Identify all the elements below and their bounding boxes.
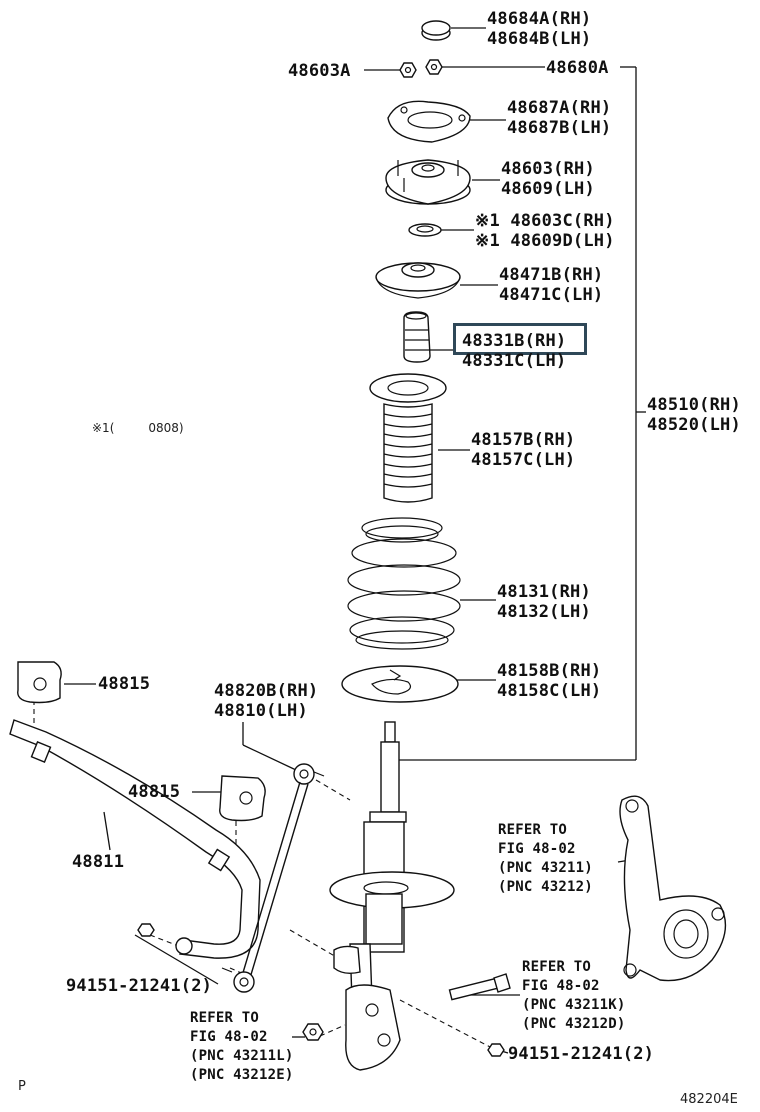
label-48331[interactable]: 48331B(RH)48331C(LH)	[462, 331, 567, 371]
steering-knuckle-drawing	[619, 795, 727, 982]
support-48603-drawing	[385, 159, 471, 205]
label-48815-mid[interactable]: 48815	[128, 782, 181, 802]
label-94151-right[interactable]: 94151-21241(2)	[508, 1044, 655, 1064]
footnote: ※1(0808)	[92, 421, 184, 435]
plate-48687-drawing	[387, 100, 471, 143]
boot-48157-drawing	[369, 373, 447, 503]
nut-48603a-drawing	[399, 62, 417, 78]
stabilizer-link-48820-drawing	[221, 763, 325, 993]
label-48158[interactable]: 48158B(RH)48158C(LH)	[497, 661, 602, 701]
label-48603a[interactable]: 48603A	[288, 61, 351, 81]
bushing-48815-top-drawing	[17, 661, 62, 704]
label-48680a[interactable]: 48680A	[546, 58, 609, 78]
corner-mark: P	[18, 1079, 26, 1094]
coil-spring-48131-drawing	[347, 517, 461, 650]
label-48603[interactable]: 48603(RH)48609(LH)	[501, 159, 595, 199]
nut-94151-right-drawing	[487, 1043, 505, 1057]
figure-id: 482204E	[680, 1092, 738, 1107]
nut-48680a-drawing	[425, 59, 443, 75]
highlight-box[interactable]	[453, 323, 587, 355]
label-48471[interactable]: 48471B(RH)48471C(LH)	[499, 265, 604, 305]
bushing-48815-mid-drawing	[219, 775, 266, 822]
nut-refer3-drawing	[302, 1023, 324, 1041]
bolt-drawing	[448, 973, 511, 1001]
label-48131[interactable]: 48131(RH)48132(LH)	[497, 582, 591, 622]
label-94151-left[interactable]: 94151-21241(2)	[66, 976, 213, 996]
cap-48684-drawing	[421, 20, 451, 41]
label-48684[interactable]: 48684A(RH)48684B(LH)	[487, 9, 592, 49]
label-48603c[interactable]: ※1 48603C(RH)※1 48609D(LH)	[475, 211, 615, 251]
bearing-48603c-drawing	[408, 223, 442, 237]
label-48157[interactable]: 48157B(RH)48157C(LH)	[471, 430, 576, 470]
bumper-48331-drawing	[403, 311, 431, 363]
strut-shock-absorber-drawing	[329, 721, 455, 1071]
stabilizer-bar-48811-drawing	[9, 719, 261, 959]
insulator-48471-drawing	[375, 262, 461, 299]
label-48815-top[interactable]: 48815	[98, 674, 151, 694]
label-48820[interactable]: 48820B(RH)48810(LH)	[214, 681, 319, 721]
leader-lines	[64, 27, 646, 1054]
spring-seat-48158-drawing	[341, 665, 459, 703]
label-48811[interactable]: 48811	[72, 852, 125, 872]
label-48510[interactable]: 48510(RH)48520(LH)	[647, 395, 741, 435]
nut-94151-left-drawing	[137, 923, 155, 937]
label-48687[interactable]: 48687A(RH)48687B(LH)	[507, 98, 612, 138]
